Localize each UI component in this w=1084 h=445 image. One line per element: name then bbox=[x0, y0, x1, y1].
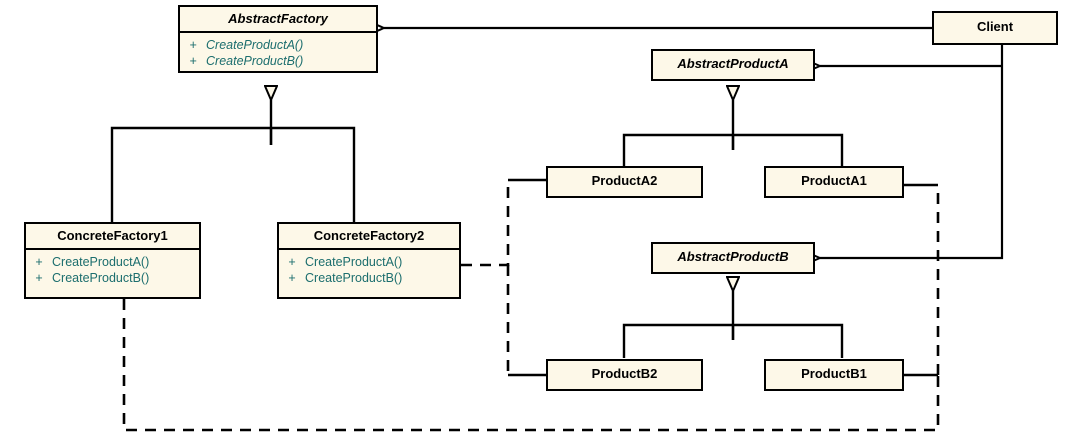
dep-cf1-productb1-path bbox=[122, 299, 940, 432]
member-visibility: + bbox=[189, 38, 197, 52]
member-name: CreateProductB() bbox=[52, 271, 150, 285]
class-title-product-a2: ProductA2 bbox=[591, 173, 658, 188]
member-row: + CreateProductA() bbox=[26, 254, 199, 270]
assoc-client-abstractproductb bbox=[805, 45, 1004, 265]
member-name: CreateProductA() bbox=[206, 38, 304, 52]
class-members-concrete-factory2: + CreateProductA() + CreateProductB() bbox=[279, 250, 459, 291]
class-box-concrete-factory2[interactable]: ConcreteFactory2 + CreateProductA() + Cr… bbox=[277, 222, 461, 299]
member-name: CreateProductA() bbox=[52, 255, 150, 269]
member-visibility: + bbox=[288, 255, 296, 269]
member-row: + CreateProductB() bbox=[26, 270, 199, 286]
member-name: CreateProductB() bbox=[206, 54, 304, 68]
class-box-product-a1[interactable]: ProductA1 bbox=[764, 166, 904, 198]
class-title-product-a1: ProductA1 bbox=[801, 173, 867, 188]
dep-cf2-producta2-path bbox=[461, 180, 510, 267]
class-box-product-b1[interactable]: ProductB1 bbox=[764, 359, 904, 391]
association-edges bbox=[369, 21, 1004, 265]
class-box-abstract-product-b[interactable]: AbstractProductB bbox=[651, 242, 815, 274]
member-row: + CreateProductB() bbox=[279, 270, 459, 286]
member-row: + CreateProductB() bbox=[180, 53, 376, 69]
class-title-abstract-product-a: AbstractProductA bbox=[677, 56, 789, 71]
member-visibility: + bbox=[189, 54, 197, 68]
class-title-client: Client bbox=[976, 19, 1014, 34]
class-members-concrete-factory1: + CreateProductA() + CreateProductB() bbox=[26, 250, 199, 291]
class-box-client[interactable]: Client bbox=[932, 11, 1058, 45]
member-row: + CreateProductA() bbox=[180, 37, 376, 53]
class-title-product-b1: ProductB1 bbox=[801, 366, 867, 381]
dependency-arrowheads bbox=[508, 173, 938, 382]
class-title-concrete-factory2: ConcreteFactory2 bbox=[279, 224, 459, 250]
generalization-edges bbox=[110, 100, 844, 358]
class-title-product-b2: ProductB2 bbox=[591, 366, 658, 381]
member-visibility: + bbox=[288, 271, 296, 285]
class-box-product-a2[interactable]: ProductA2 bbox=[546, 166, 703, 198]
class-title-concrete-factory1: ConcreteFactory1 bbox=[26, 224, 199, 250]
member-visibility: + bbox=[35, 271, 43, 285]
class-box-abstract-product-a[interactable]: AbstractProductA bbox=[651, 49, 815, 81]
member-row: + CreateProductA() bbox=[279, 254, 459, 270]
member-visibility: + bbox=[35, 255, 43, 269]
member-name: CreateProductA() bbox=[305, 255, 403, 269]
class-box-product-b2[interactable]: ProductB2 bbox=[546, 359, 703, 391]
class-title-abstract-product-b: AbstractProductB bbox=[677, 249, 789, 264]
gen-factory-fork bbox=[110, 126, 356, 222]
class-members-abstract-factory: + CreateProductA() + CreateProductB() bbox=[180, 33, 376, 74]
class-title-abstract-factory: AbstractFactory bbox=[180, 7, 376, 33]
member-name: CreateProductB() bbox=[305, 271, 403, 285]
class-box-abstract-factory[interactable]: AbstractFactory + CreateProductA() + Cre… bbox=[178, 5, 378, 73]
dependency-edges bbox=[122, 180, 940, 432]
class-box-concrete-factory1[interactable]: ConcreteFactory1 + CreateProductA() + Cr… bbox=[24, 222, 201, 299]
